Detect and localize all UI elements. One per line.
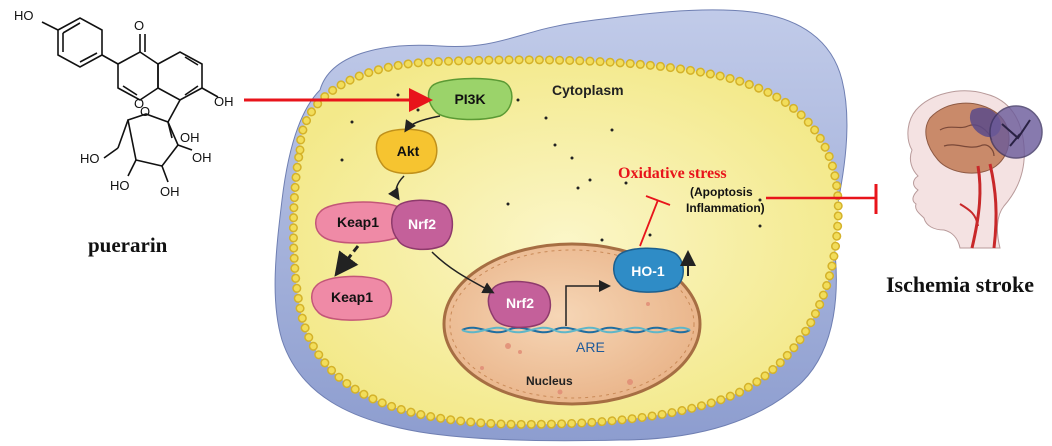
are-label: ARE bbox=[576, 339, 605, 355]
carbonyl-o-label: O bbox=[134, 18, 144, 33]
oh-sugar-1-label: OH bbox=[180, 130, 200, 145]
puerarin-label: puerarin bbox=[88, 233, 168, 257]
nucleus-label: Nucleus bbox=[526, 374, 573, 388]
transcription-arrow bbox=[565, 280, 611, 326]
effects-line-1: (Apoptosis bbox=[690, 185, 753, 199]
pi3k-to-akt-arrow bbox=[404, 115, 441, 133]
nrf2-translocation-arrow bbox=[431, 251, 495, 294]
pi3k-label: PI3K bbox=[454, 91, 485, 107]
nuclear-envelope bbox=[449, 249, 695, 399]
nrf2-bound-label: Nrf2 bbox=[408, 216, 436, 232]
ho1-inhibits-oxidative-stress bbox=[639, 199, 659, 247]
oh-right-label: OH bbox=[214, 94, 234, 109]
keap1-free-protein bbox=[311, 275, 393, 321]
ring-o-label: O bbox=[134, 96, 144, 111]
cytoplasm-label: Cytoplasm bbox=[552, 82, 624, 98]
ho1-protein bbox=[613, 247, 684, 293]
oh-top-label: HO bbox=[14, 8, 34, 23]
oh-sugar-5-label: OH bbox=[160, 184, 180, 199]
effects-line-2: Inflammation) bbox=[686, 201, 765, 215]
head-illustration bbox=[907, 90, 1043, 249]
inhibition-bar-oxidative bbox=[645, 195, 671, 206]
keap1-free-label: Keap1 bbox=[331, 289, 373, 305]
ischemia-stroke-label: Ischemia stroke bbox=[886, 272, 1034, 297]
oh-sugar-3-label: OH bbox=[192, 150, 212, 165]
akt-label: Akt bbox=[397, 143, 420, 159]
nrf2-bound-protein bbox=[391, 199, 454, 251]
chromatin-spots bbox=[480, 302, 650, 395]
nrf2-nuclear-protein bbox=[487, 280, 552, 329]
puerarin-structure bbox=[41, 17, 219, 183]
oxidative-stress-label: Oxidative stress bbox=[618, 165, 727, 182]
akt-to-complex-arrow bbox=[388, 175, 405, 201]
sugar-o-label: O bbox=[140, 104, 150, 119]
oh-sugar-2-label: HO bbox=[80, 151, 100, 166]
nrf2-nuclear-label: Nrf2 bbox=[506, 295, 534, 311]
akt-protein bbox=[375, 128, 438, 175]
ho1-label: HO-1 bbox=[631, 263, 665, 279]
dna-strand bbox=[461, 326, 691, 334]
keap1-dissociation-arrow bbox=[334, 245, 360, 277]
oh-sugar-4-label: HO bbox=[110, 178, 130, 193]
keap1-bound-label: Keap1 bbox=[337, 214, 379, 230]
